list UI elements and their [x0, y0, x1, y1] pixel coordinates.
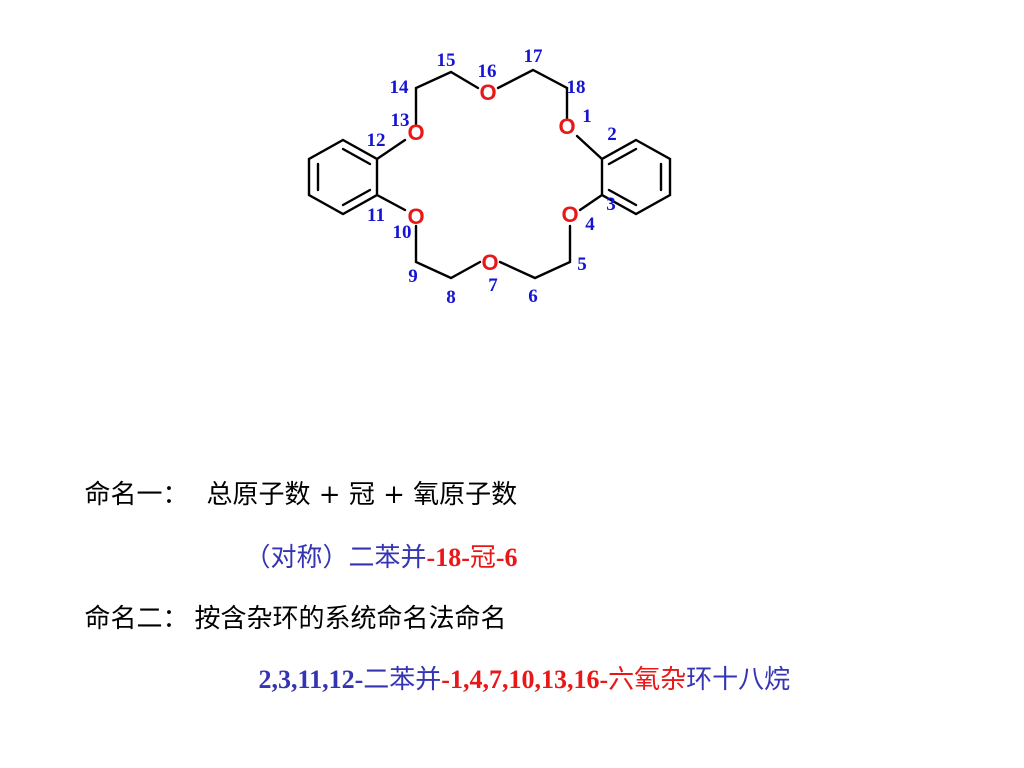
method-1-formula: 总原子数 + 冠 + 氧原子数 [206, 480, 518, 510]
oxygen-atom: O [407, 120, 424, 145]
atom-position-numbers: 1 2 3 4 5 6 7 8 9 10 11 12 13 14 15 16 1… [367, 46, 617, 308]
atom-number: 6 [528, 286, 538, 307]
lower-ether-chain [498, 224, 572, 280]
lower-ether-chain [578, 193, 604, 212]
atom-number: 7 [488, 275, 498, 296]
oxygen-atom: O [561, 202, 578, 227]
atom-number: 10 [393, 222, 412, 243]
upper-ether-chain [575, 134, 604, 161]
atom-number: 3 [606, 194, 616, 215]
oxygen-atom: O [481, 250, 498, 275]
naming-method-2-line: 命名二：按含杂环的系统命名法命名 [68, 568, 507, 635]
atom-number: 8 [446, 287, 456, 308]
naming-method-1-example: （对称）二苯并-18-冠-6 [228, 507, 518, 574]
atom-number: 15 [437, 50, 456, 71]
oxygen-atom: O [479, 80, 496, 105]
example-1-prefix: （对称）二苯并 [244, 543, 427, 573]
example-1-oxygen-count: -6 [495, 543, 518, 572]
lower-ether-chain [414, 224, 482, 280]
example-2-cyclooctadecane: 环十八烷 [686, 665, 791, 695]
right-ring-inner-bond [607, 188, 638, 207]
example-1-ring-size: -18- [426, 543, 470, 572]
atom-number: 18 [567, 77, 586, 98]
oxygen-atom: O [558, 114, 575, 139]
atom-number: 11 [367, 205, 385, 226]
oxygen-atoms: O O O O O O [407, 80, 578, 275]
atom-number: 2 [607, 124, 617, 145]
example-2-benzo-positions: 2,3,11,12- [258, 665, 364, 694]
upper-ether-chain [496, 68, 569, 120]
chemical-bonds [307, 68, 672, 280]
atom-number: 14 [390, 77, 410, 98]
example-2-dibenzo: 二苯并 [363, 665, 442, 695]
upper-ether-chain [375, 138, 407, 161]
method-2-label: 命名二： [84, 604, 189, 634]
atom-number: 9 [408, 266, 418, 287]
lower-ether-chain [375, 193, 407, 212]
method-2-description: 按含杂环的系统命名法命名 [194, 604, 507, 634]
oxygen-atom: O [407, 204, 424, 229]
left-ring-inner-bond [341, 188, 372, 207]
naming-method-2-example: 2,3,11,12-二苯并-1,4,7,10,13,16-六氧杂环十八烷 [242, 629, 791, 696]
naming-method-1-line: 命名一： 总原子数 + 冠 + 氧原子数 [68, 444, 518, 511]
example-2-hexaoxa: 六氧杂 [608, 665, 687, 695]
dibenzo-18-crown-6-structure: O O O O O O 1 2 3 4 5 6 7 8 9 10 11 12 1… [307, 46, 672, 308]
example-2-oxa-positions: -1,4,7,10,13,16- [441, 665, 609, 694]
atom-number: 17 [524, 46, 544, 67]
right-ring-inner-bond [607, 147, 638, 166]
atom-number: 16 [478, 61, 497, 82]
example-1-crown: 冠 [469, 543, 496, 573]
upper-ether-chain [414, 70, 480, 126]
left-ring-inner-bond [341, 147, 372, 166]
atom-number: 4 [585, 214, 595, 235]
atom-number: 12 [367, 130, 386, 151]
atom-number: 1 [582, 106, 592, 127]
atom-number: 13 [391, 110, 410, 131]
left-benzene-ring [307, 138, 379, 216]
method-1-label: 命名一： [84, 480, 189, 510]
atom-number: 5 [577, 254, 587, 275]
